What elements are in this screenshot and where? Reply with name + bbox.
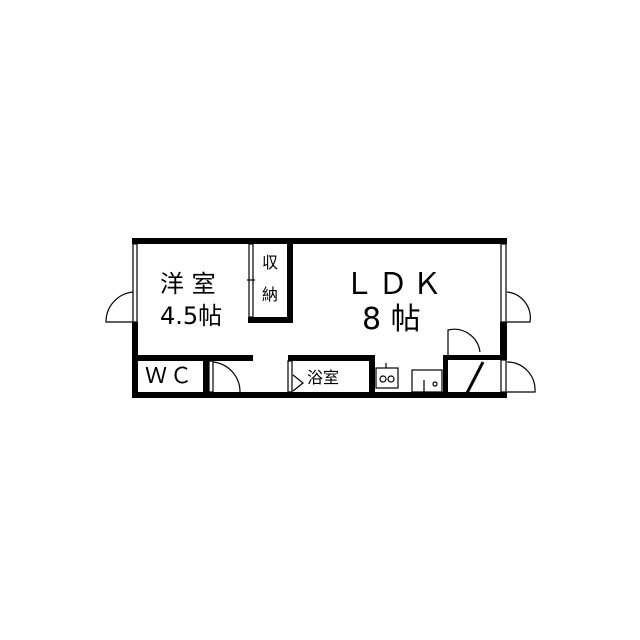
left-door-swing xyxy=(105,291,134,323)
western-room-name: 洋 室 xyxy=(160,270,216,298)
ldk-size: 8 帖 xyxy=(362,302,421,337)
bath-label: 浴室 xyxy=(307,368,340,387)
stove xyxy=(375,367,399,389)
right-window-upper xyxy=(500,243,507,323)
sink xyxy=(411,369,443,393)
wc-door-swing xyxy=(212,361,241,393)
closet-label-2: 納 xyxy=(262,285,279,304)
entry-door-swing xyxy=(447,328,481,355)
right-window-lower xyxy=(500,359,507,393)
western-room-size: 4.5帖 xyxy=(160,302,223,330)
wc-label: ＷＣ xyxy=(145,364,196,389)
ldk-name: ＬＤＫ xyxy=(344,267,446,302)
closet-label-1: 収 xyxy=(262,253,279,272)
right-door-swing xyxy=(506,291,531,323)
wc-door xyxy=(208,360,214,393)
step-line xyxy=(464,361,485,396)
walls xyxy=(132,238,507,398)
left-window xyxy=(132,243,138,323)
bath-door xyxy=(287,360,293,393)
